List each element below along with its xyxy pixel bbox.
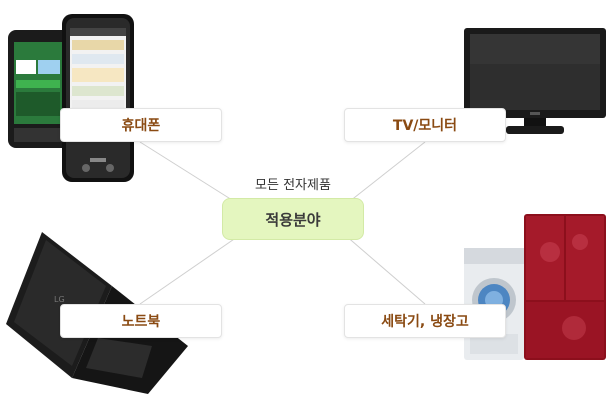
svg-text:LG: LG — [54, 295, 65, 304]
smartphone-image — [8, 14, 134, 182]
node-phone: 휴대폰 — [60, 108, 222, 142]
connector-tv — [344, 141, 426, 206]
node-washer-fridge: 세탁기, 냉장고 — [344, 304, 506, 338]
connector-appliance — [344, 234, 426, 305]
center-node: 적용분야 — [222, 198, 364, 240]
node-washer-fridge-label: 세탁기, 냉장고 — [381, 314, 469, 330]
node-laptop-label: 노트북 — [121, 314, 161, 330]
connector-phone — [139, 141, 241, 206]
node-tv-monitor: TV/모니터 — [344, 108, 506, 142]
node-laptop: 노트북 — [60, 304, 222, 338]
center-caption: 모든 전자제품 — [255, 178, 331, 193]
center-node-label: 적용분야 — [265, 210, 321, 229]
washer-fridge-image — [464, 214, 606, 360]
node-tv-monitor-label: TV/모니터 — [392, 118, 458, 134]
laptop-image: LG — [6, 232, 188, 394]
node-phone-label: 휴대폰 — [121, 118, 161, 134]
tv-monitor-image — [464, 28, 606, 134]
connector-laptop — [139, 234, 241, 305]
